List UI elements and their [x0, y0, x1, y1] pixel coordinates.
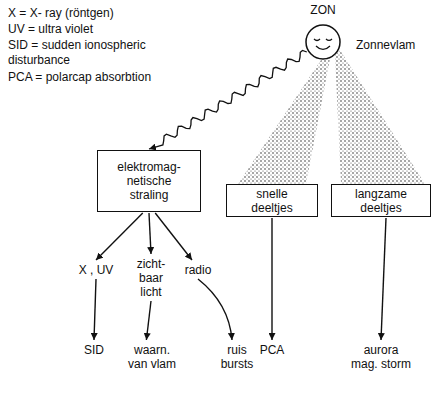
sun-eye [326, 39, 332, 41]
effect-text: PCA [252, 342, 292, 358]
flow-arrow [381, 218, 386, 340]
sun-smile [316, 46, 330, 50]
flow-arrow [149, 213, 151, 254]
abbreviation-note: X = X- ray (röntgen) [8, 6, 178, 21]
flare-label: Zonnevlam [356, 38, 436, 53]
flow-arrow [96, 213, 143, 260]
sun-face [305, 24, 341, 60]
flow-arrow [198, 279, 232, 340]
effect-text: aurora mag. storm [350, 342, 412, 372]
radiation-box: elektromag- netische straling [97, 150, 201, 212]
node-text: langzame deeltjes [342, 187, 420, 215]
sun-circle: ZON [305, 24, 341, 60]
sun-eye [314, 39, 320, 41]
abbreviation-note: PCA = polarcap absorbtion [8, 70, 178, 85]
radiation-type: X , UV [74, 262, 118, 278]
effect-text: waarn. van vlam [124, 342, 180, 372]
particle-beam [238, 59, 330, 184]
particle-box: langzame deeltjes [331, 184, 431, 217]
particle-beam [335, 50, 425, 184]
node-text: waarn. van vlam [124, 343, 180, 371]
effect-text: SID [76, 342, 112, 358]
node-text: radio [185, 263, 212, 277]
sun-outline [306, 25, 340, 59]
abbreviation-note: SID = sudden ionospheric disturbance [8, 38, 164, 68]
effect-text: ruis bursts [212, 342, 262, 372]
sun-title: ZON [285, 3, 361, 17]
node-text: SID [84, 343, 104, 357]
flow-arrow [271, 218, 272, 340]
radiation-type: zicht- baar licht [128, 256, 174, 300]
flow-arrow [146, 301, 151, 340]
node-text: zicht- baar licht [128, 257, 174, 299]
node-text: aurora mag. storm [350, 343, 412, 371]
node-text: ruis bursts [212, 343, 262, 371]
node-text: elektromag- netische straling [108, 160, 190, 202]
abbreviation-note: UV = ultra violet [8, 22, 178, 37]
node-text: X , UV [79, 263, 114, 277]
flow-arrow [94, 279, 96, 340]
radiation-type: radio [178, 262, 218, 278]
flow-arrow [155, 213, 192, 260]
node-text: PCA [260, 343, 285, 357]
particle-box: snelle deeltjes [226, 184, 318, 217]
node-text: snelle deeltjes [237, 187, 307, 215]
